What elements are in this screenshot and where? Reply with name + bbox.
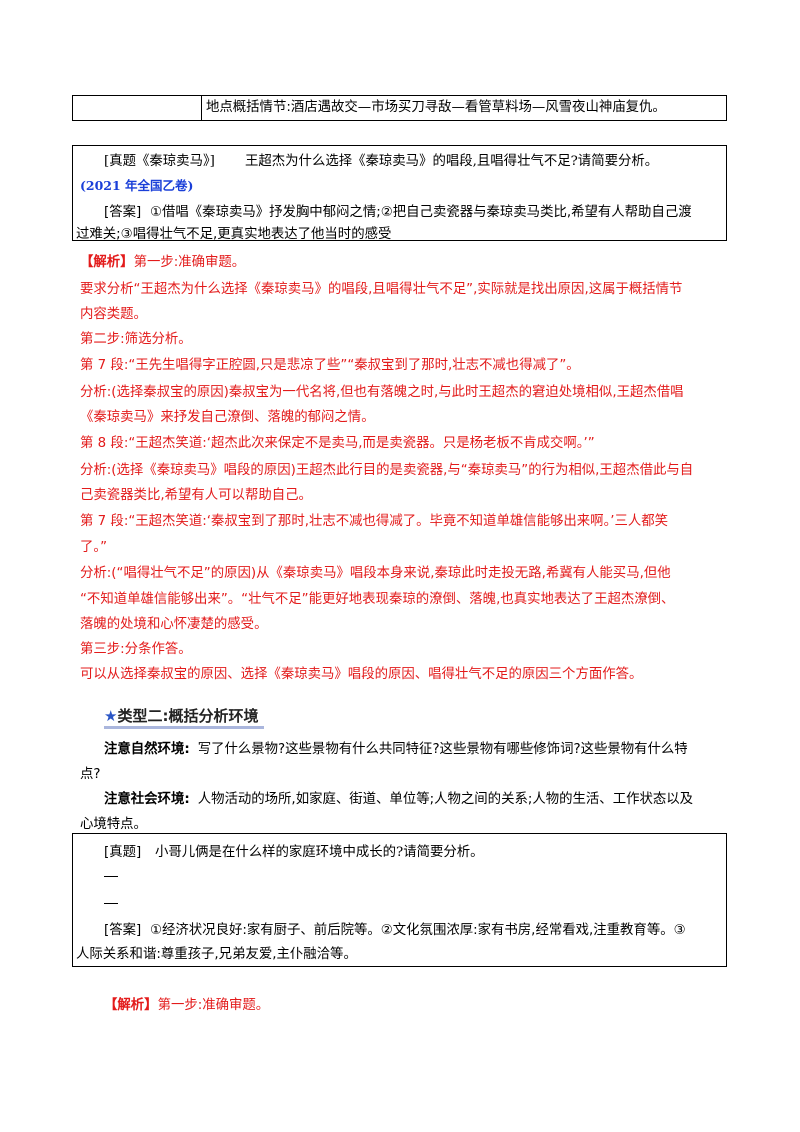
question-box-1	[72, 145, 727, 241]
natural-env-label: 注意自然环境:	[104, 742, 190, 757]
analysis2-tag: 【解析】	[104, 998, 158, 1013]
analysis1-line: 内容类题。	[80, 307, 147, 322]
q1-source: (2021 年全国乙卷)	[80, 178, 194, 193]
analysis1-line: 第 8 段:“王超杰笑道:‘超杰此次来保定不是卖马,而是卖瓷器。只是杨老板不肯成…	[80, 436, 595, 451]
analysis1-line: 己卖瓷器类比,希望有人可以帮助自己。	[80, 488, 312, 503]
social-env-line1: 注意社会环境: 人物活动的场所,如家庭、街道、单位等;人物之间的关系;人物的生活、…	[104, 787, 693, 807]
analysis2-text: 第一步:准确审题。	[157, 998, 270, 1013]
answer-blank-line	[104, 903, 118, 905]
answer-blank-line	[104, 876, 118, 878]
table-cell-plot-summary: 地点概括情节:酒店遇故交—市场买刀寻敌—看管草料场—风雪夜山神庙复仇。	[206, 100, 666, 115]
analysis1-line: 可以从选择秦叔宝的原因、选择《秦琼卖马》唱段的原因、唱得壮气不足的原因三个方面作…	[80, 667, 643, 682]
section-heading-text: 类型二:概括分析环境	[117, 707, 259, 725]
star-icon: ★	[104, 707, 118, 725]
analysis1-line: 分析:(“唱得壮气不足”的原因)从《秦琼卖马》唱段本身来说,秦琼此时走投无路,希…	[80, 566, 671, 581]
q1-question: 王超杰为什么选择《秦琼卖马》的唱段,且唱得壮气不足?请简要分析。	[245, 154, 659, 169]
social-env-label: 注意社会环境:	[104, 792, 190, 807]
analysis1-line: 落魄的处境和心怀凄楚的感受。	[80, 617, 268, 632]
q1-answer-line2: 过难关;③唱得壮气不足,更真实地表达了他当时的感受	[76, 227, 392, 242]
q2-label: [真题]	[104, 845, 142, 860]
q2-answer-label: [答案]	[104, 923, 142, 938]
heading-underline	[104, 726, 265, 729]
analysis1-line: 第三步:分条作答。	[80, 642, 192, 657]
analysis1-block: 【解析】第一步:准确审题。	[80, 250, 245, 270]
q2-answer-line2: 人际关系和谐:尊重孩子,兄弟友爱,主仆融洽等。	[76, 947, 357, 962]
analysis1-line: 第二步:筛选分析。	[80, 332, 192, 347]
q2-answer-line1: ①经济状况良好:家有厨子、前后院等。②文化氛围浓厚:家有书房,经常看戏,注重教育…	[150, 923, 686, 938]
q1-answer-line1: ①借唱《秦琼卖马》抒发胸中郁闷之情;②把自己卖瓷器与秦琼卖马类比,希望有人帮助自…	[150, 205, 692, 220]
analysis1-line: 分析:(选择秦叔宝的原因)秦叔宝为一代名将,但也有落魄之时,与此时王超杰的窘迫处…	[80, 385, 684, 400]
natural-env-text: 写了什么景物?这些景物有什么共同特征?这些景物有哪些修饰词?这些景物有什么特	[197, 742, 688, 757]
analysis2-block: 【解析】第一步:准确审题。	[104, 993, 269, 1013]
q1-answer-label: [答案]	[104, 205, 142, 220]
analysis1-line: 第 7 段:“王先生唱得字正腔圆,只是悲凉了些”“秦叔宝到了那时,壮志不减也得减…	[80, 358, 580, 373]
natural-env-line2: 点?	[80, 767, 101, 782]
question-box-2	[72, 833, 727, 967]
q2-question: 小哥儿俩是在什么样的家庭环境中成长的?请简要分析。	[155, 845, 484, 860]
section-heading-type2: ★类型二:概括分析环境	[104, 705, 265, 729]
analysis1-line: 要求分析“王超杰为什么选择《秦琼卖马》的唱段,且唱得壮气不足”,实际就是找出原因…	[80, 282, 683, 297]
analysis1-tag: 【解析】	[80, 255, 134, 270]
analysis1-line: “不知道单雄信能够出来”。“壮气不足”能更好地表现秦琼的潦倒、落魄,也真实地表达…	[80, 592, 675, 607]
analysis1-line: 第一步:准确审题。	[133, 255, 246, 270]
natural-env-line1: 注意自然环境: 写了什么景物?这些景物有什么共同特征?这些景物有哪些修饰词?这些景…	[104, 737, 688, 757]
social-env-text: 人物活动的场所,如家庭、街道、单位等;人物之间的关系;人物的生活、工作状态以及	[197, 792, 694, 807]
plot-summary-table: 地点概括情节:酒店遇故交—市场买刀寻敌—看管草料场—风雪夜山神庙复仇。	[72, 95, 727, 121]
table-cell-empty	[73, 96, 202, 120]
q1-label: [真题《秦琼卖马》]	[104, 154, 215, 169]
analysis1-line: 了。”	[80, 540, 108, 555]
analysis1-line: 第 7 段:“王超杰笑道:‘秦叔宝到了那时,壮志不减也得减了。毕竟不知道单雄信能…	[80, 514, 669, 529]
social-env-line2: 心境特点。	[80, 817, 147, 832]
analysis1-line: 《秦琼卖马》来抒发自己潦倒、落魄的郁闷之情。	[80, 410, 375, 425]
analysis1-line: 分析:(选择《秦琼卖马》唱段的原因)王超杰此行目的是卖瓷器,与“秦琼卖马”的行为…	[80, 463, 694, 478]
